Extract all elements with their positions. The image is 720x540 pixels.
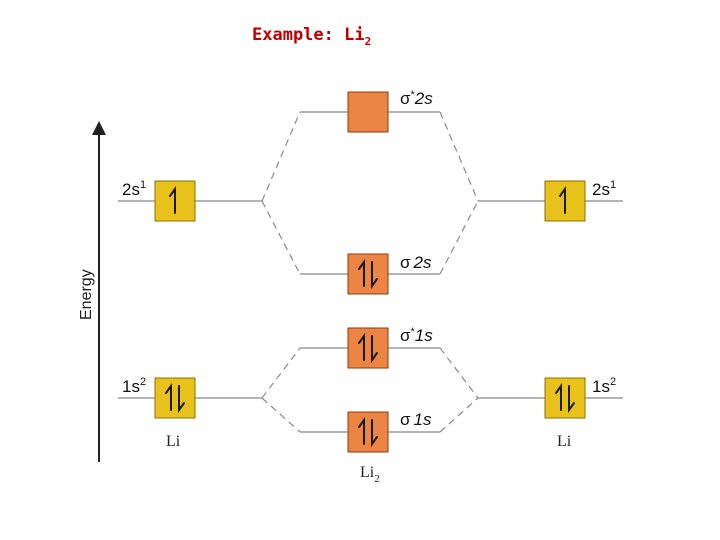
spin-down-arrow	[568, 385, 575, 414]
connector-line	[261, 111, 301, 202]
orbital-box-sigma-star-1s	[347, 327, 389, 369]
label-sigma-star-1s: σ*1s	[400, 326, 433, 345]
electron-spin-arrows	[559, 185, 566, 214]
electron-spin-arrows	[555, 382, 575, 414]
molecule-label: Li2	[360, 464, 380, 485]
connector-line	[261, 397, 301, 433]
label-sigma-star-2s: σ*2s	[400, 89, 433, 108]
spin-down-arrow	[371, 419, 378, 448]
connector-line	[439, 347, 479, 399]
orbital-box-sigma-2s	[347, 253, 389, 295]
spin-down-arrow	[178, 385, 185, 414]
connector-line	[439, 200, 479, 275]
spin-up-arrow	[169, 185, 176, 214]
spin-up-arrow	[555, 382, 562, 411]
connector-line	[439, 111, 479, 202]
spin-up-arrow	[559, 185, 566, 214]
label-left-2s: 2s1	[122, 179, 146, 199]
orbital-box-left-2s	[154, 180, 196, 222]
label-right-1s: 1s2	[592, 376, 616, 396]
connector-line	[261, 200, 301, 275]
electron-spin-arrows	[358, 258, 378, 290]
energy-axis-label: Energy	[78, 269, 95, 320]
label-right-2s: 2s1	[592, 179, 616, 199]
atom-label-left: Li	[166, 433, 181, 450]
orbital-box-sigma-1s	[347, 411, 389, 453]
spin-down-arrow	[371, 335, 378, 364]
electron-spin-arrows	[165, 382, 185, 414]
spin-up-arrow	[358, 258, 365, 287]
spin-up-arrow	[358, 332, 365, 361]
connector-line	[439, 397, 479, 433]
spin-up-arrow	[165, 382, 172, 411]
orbital-box-right-2s	[544, 180, 586, 222]
spin-up-arrow	[358, 416, 365, 445]
orbital-box-right-1s	[544, 377, 586, 419]
spin-down-arrow	[371, 261, 378, 290]
orbital-box-left-1s	[154, 377, 196, 419]
electron-spin-arrows	[358, 332, 378, 364]
electron-spin-arrows	[169, 185, 176, 214]
connector-line	[261, 347, 301, 399]
electron-spin-arrows	[358, 416, 378, 448]
label-left-1s: 1s2	[122, 376, 146, 396]
page-title: Example: Li2	[252, 25, 371, 48]
atom-label-right: Li	[557, 433, 572, 450]
orbital-box-sigma-star-2s	[347, 91, 389, 133]
